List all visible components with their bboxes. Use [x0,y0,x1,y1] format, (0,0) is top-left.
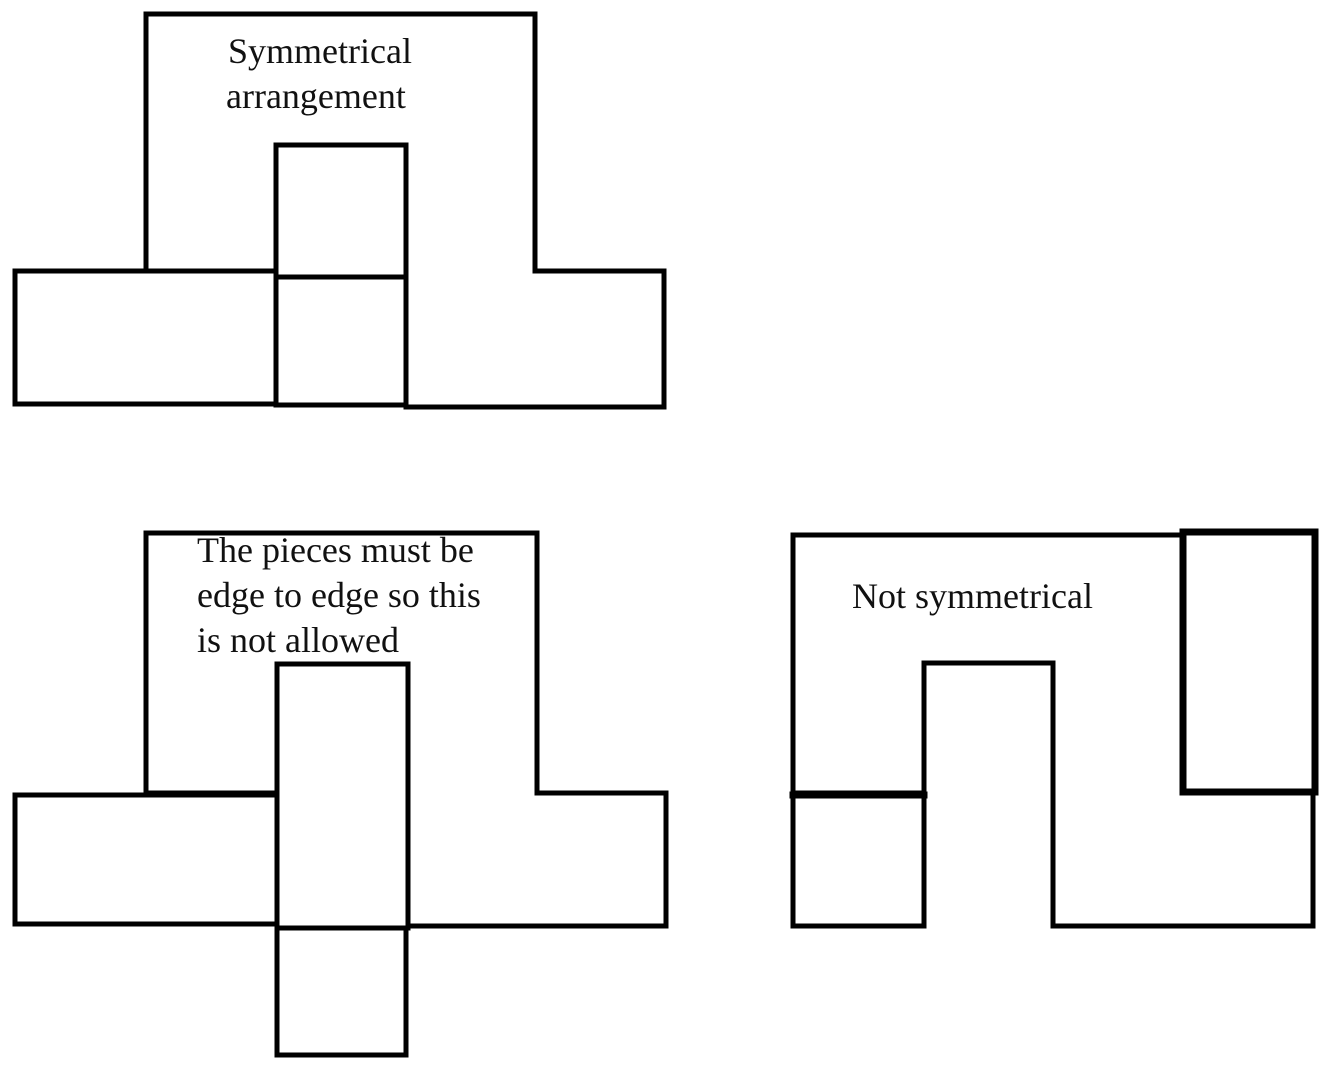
fig1-top-piece [143,11,667,410]
fig3-right-column [1179,528,1319,796]
fig3-caption-line-1: Not symmetrical [852,576,1093,616]
figure-not-symmetrical: Not symmetrical [789,528,1319,929]
fig1-caption-line-1: Symmetrical [228,31,412,71]
fig2-center-column [274,661,411,931]
fig3-top-piece [790,532,1316,929]
figure-not-allowed: The pieces must be edge to edge so this … [12,530,669,1058]
fig2-caption-line-1: The pieces must be [197,530,474,570]
fig1-left-piece [12,268,279,407]
fig2-left-piece [12,792,280,927]
figure-symmetrical-arrangement: Symmetrical arrangement [12,11,667,410]
fig2-caption-line-2: edge to edge so this [197,575,481,615]
fig1-center-square [273,274,409,408]
fig2-bottom-square [274,925,409,1058]
fig1-caption-line-2: arrangement [226,76,406,116]
fig2-caption-line-3: is not allowed [197,620,399,660]
fig3-left-square [790,793,927,929]
